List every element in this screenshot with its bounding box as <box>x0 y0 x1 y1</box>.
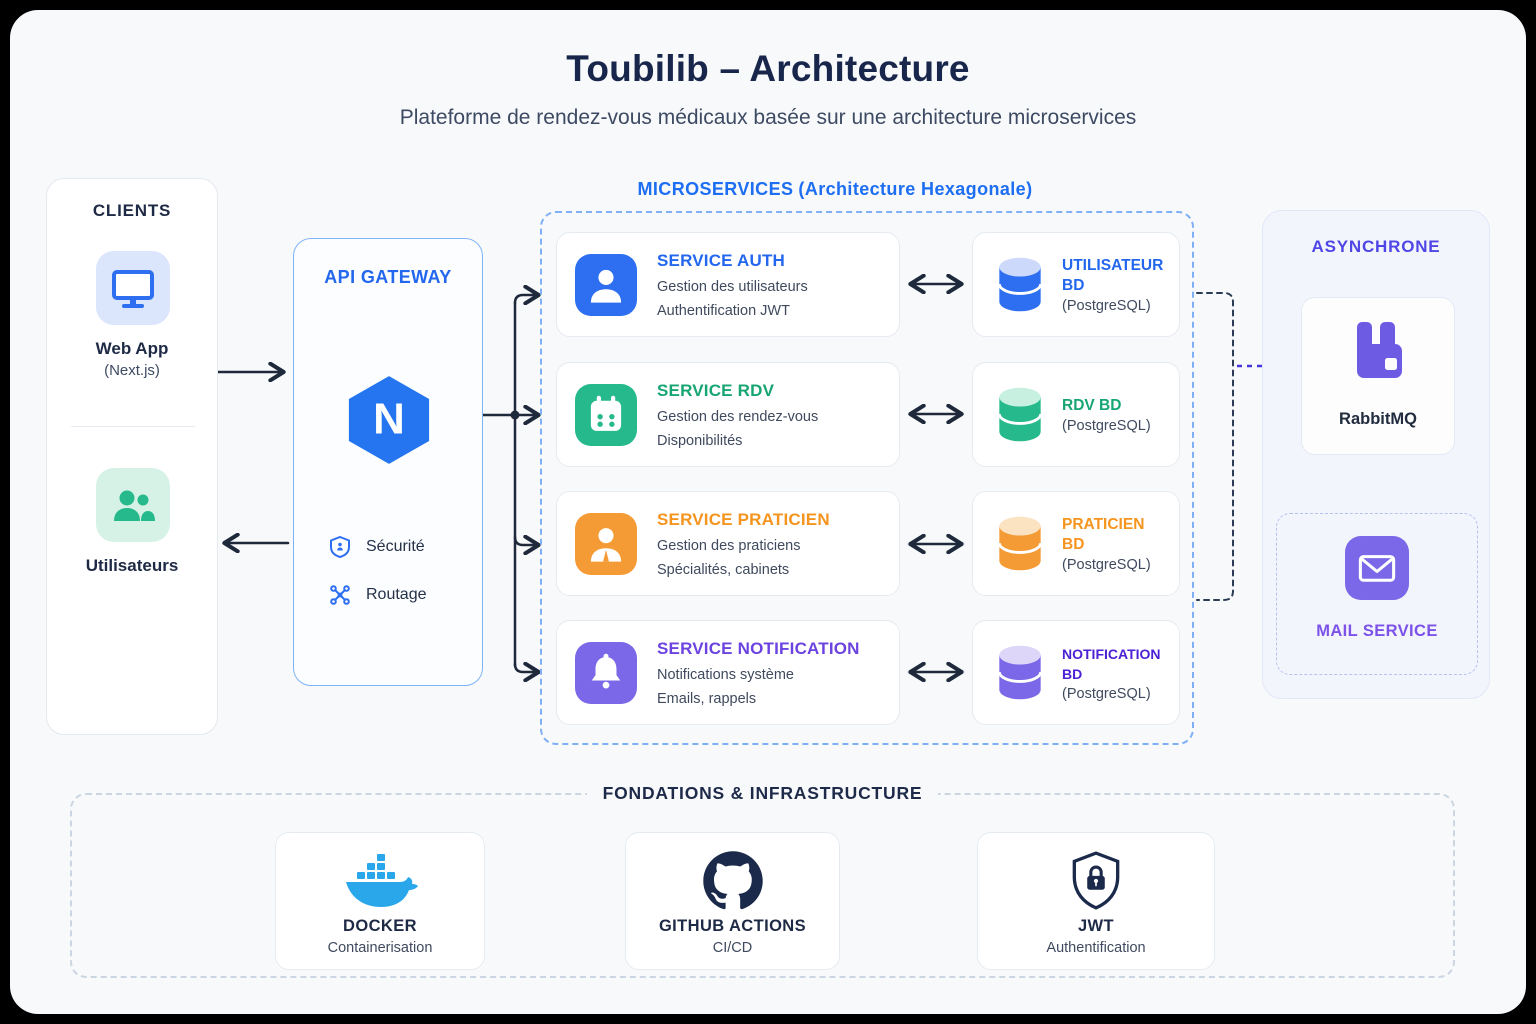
docker-subtitle: Containerisation <box>327 940 433 956</box>
db-card-notification: NOTIFICATION BD (PostgreSQL) <box>972 620 1180 725</box>
service-title: SERVICE AUTH <box>657 251 786 270</box>
service-title: SERVICE PRATICIEN <box>657 510 830 529</box>
rabbitmq-card: RabbitMQ <box>1301 297 1455 455</box>
db-engine: (PostgreSQL) <box>1062 685 1151 702</box>
db-engine: (PostgreSQL) <box>1062 556 1151 573</box>
routing-label: Routage <box>366 586 427 603</box>
gateway-feature-security: Sécurité <box>328 535 425 559</box>
jwt-card: JWT Authentification <box>977 832 1215 970</box>
clients-panel: CLIENTS Web App (Next.js) Utilisateurs <box>46 178 218 735</box>
jwt-subtitle: Authentification <box>1046 940 1146 956</box>
database-cylinder-icon <box>997 645 1043 699</box>
docker-title: DOCKER <box>343 917 417 935</box>
github-actions-title: GITHUB ACTIONS <box>658 917 807 935</box>
database-cylinder-icon <box>997 257 1043 311</box>
shield-icon <box>330 535 350 559</box>
bell-icon <box>575 642 637 704</box>
service-desc-1: Gestion des rendez-vous <box>657 409 819 425</box>
gateway-logo-letter: N <box>373 394 405 443</box>
web-app-label: Web App <box>95 339 169 358</box>
db-name: PRATICIEN BD <box>1062 515 1145 553</box>
api-gateway-title: API GATEWAY <box>324 267 452 287</box>
mail-service-label: MAIL SERVICE <box>1316 622 1438 640</box>
user-icon <box>575 254 637 316</box>
security-label: Sécurité <box>366 538 425 555</box>
asynchrone-panel: ASYNCHRONE RabbitMQ MAIL SERVICE <box>1262 210 1490 699</box>
service-desc-2: Spécialités, cabinets <box>657 562 790 578</box>
shield-lock-icon <box>978 845 1214 917</box>
github-octocat-icon <box>626 845 839 917</box>
github-actions-subtitle: CI/CD <box>712 940 753 956</box>
db-card-praticien: PRATICIEN BD (PostgreSQL) <box>972 491 1180 596</box>
service-desc-2: Disponibilités <box>657 433 743 449</box>
service-card-notification: SERVICE NOTIFICATION Notifications systè… <box>556 620 900 725</box>
service-desc-1: Gestion des praticiens <box>657 538 801 554</box>
github-actions-card: GITHUB ACTIONS CI/CD <box>625 832 840 970</box>
service-card-rdv: SERVICE RDV Gestion des rendez-vous Disp… <box>556 362 900 467</box>
asynchrone-title: ASYNCHRONE <box>1311 237 1441 256</box>
page-subtitle: Plateforme de rendez-vous médicaux basée… <box>399 106 1137 129</box>
db-engine: (PostgreSQL) <box>1062 297 1151 314</box>
db-card-rdv: RDV BD (PostgreSQL) <box>972 362 1180 467</box>
database-cylinder-icon <box>997 387 1043 441</box>
service-title: SERVICE RDV <box>657 381 775 400</box>
database-cylinder-icon <box>997 516 1043 570</box>
foundations-container: FONDATIONS & INFRASTRUCTURE DOCKER Conta… <box>70 783 1455 978</box>
clients-panel-title: CLIENTS <box>92 201 172 220</box>
foundations-heading: FONDATIONS & INFRASTRUCTURE <box>72 783 1453 804</box>
service-desc-1: Notifications système <box>657 667 794 683</box>
db-engine: (PostgreSQL) <box>1062 417 1151 434</box>
rabbitmq-label: RabbitMQ <box>1339 410 1417 428</box>
microservices-title: MICROSERVICES <box>637 179 794 199</box>
service-desc-2: Authentification JWT <box>657 303 790 319</box>
jwt-title: JWT <box>1077 917 1115 935</box>
calendar-icon <box>575 384 637 446</box>
monitor-icon <box>96 251 170 325</box>
page-title: Toubilib – Architecture <box>566 48 970 89</box>
microservices-heading: MICROSERVICES (Architecture Hexagonale) <box>508 179 1162 200</box>
users-label: Utilisateurs <box>85 556 179 575</box>
service-desc-2: Emails, rappels <box>657 691 757 707</box>
users-icon <box>96 468 170 542</box>
mail-service-card: MAIL SERVICE <box>1276 513 1478 675</box>
service-card-praticien: SERVICE PRATICIEN Gestion des praticiens… <box>556 491 900 596</box>
api-gateway-panel: API GATEWAY N Sécurité <box>293 238 483 686</box>
service-title: SERVICE NOTIFICATION <box>657 639 860 658</box>
microservices-container <box>540 211 1194 745</box>
divider <box>71 426 195 427</box>
service-desc-1: Gestion des utilisateurs <box>657 279 808 295</box>
db-name: UTILISATEUR BD <box>1062 256 1164 294</box>
microservices-subtitle: (Architecture Hexagonale) <box>798 179 1033 199</box>
rabbitmq-icon <box>1357 322 1402 378</box>
routing-icon <box>330 585 350 605</box>
doctor-icon <box>575 513 637 575</box>
docker-whale-icon <box>276 845 484 917</box>
diagram-canvas: Toubilib – Architecture Plateforme de re… <box>10 10 1526 1014</box>
envelope-icon <box>1345 536 1409 600</box>
docker-card: DOCKER Containerisation <box>275 832 485 970</box>
service-card-auth: SERVICE AUTH Gestion des utilisateurs Au… <box>556 232 900 337</box>
db-card-utilisateur: UTILISATEUR BD (PostgreSQL) <box>972 232 1180 337</box>
db-name: NOTIFICATION BD <box>1062 645 1161 682</box>
gateway-feature-routing: Routage <box>328 583 427 607</box>
db-name: RDV BD <box>1062 396 1122 414</box>
web-app-sublabel: (Next.js) <box>104 362 160 379</box>
nginx-hexagon-icon: N <box>347 374 431 471</box>
